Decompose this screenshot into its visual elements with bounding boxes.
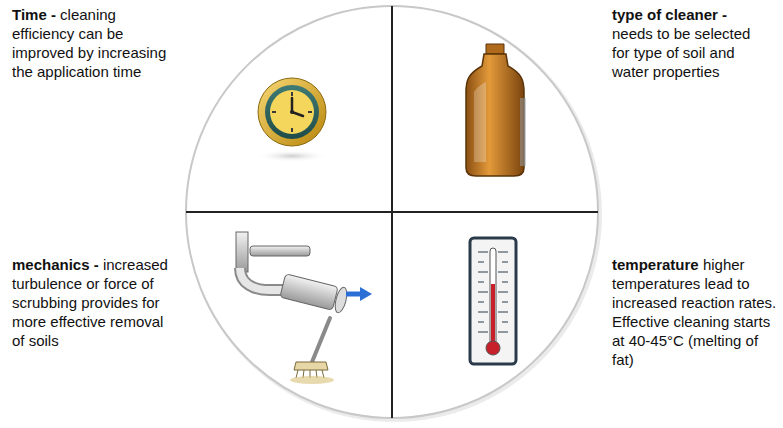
divider-line bbox=[186, 211, 598, 213]
main-circle bbox=[186, 6, 598, 418]
factor-description: needs to be selected for type of soil an… bbox=[612, 25, 750, 80]
text-block: temperature higher temperatures lead to … bbox=[612, 255, 782, 369]
word-gap bbox=[699, 256, 703, 273]
word-gap bbox=[56, 6, 60, 23]
text-block: type of cleaner - needs to be selected f… bbox=[612, 5, 772, 81]
mechanics-icon bbox=[236, 232, 372, 384]
circle-shadow bbox=[186, 6, 602, 422]
cleaner-bottle-icon bbox=[466, 44, 526, 176]
thermometer-icon bbox=[470, 238, 516, 364]
factor-heading: Time - bbox=[12, 6, 56, 23]
word-gap bbox=[99, 256, 103, 273]
text-block: Time - cleaning efficiency can be improv… bbox=[12, 5, 180, 81]
text-block: mechanics - increased turbulence or forc… bbox=[12, 255, 172, 350]
factor-heading: type of cleaner - bbox=[612, 6, 727, 23]
factor-heading: temperature bbox=[612, 256, 699, 273]
clock-icon bbox=[256, 78, 328, 162]
factor-heading: mechanics - bbox=[12, 256, 99, 273]
